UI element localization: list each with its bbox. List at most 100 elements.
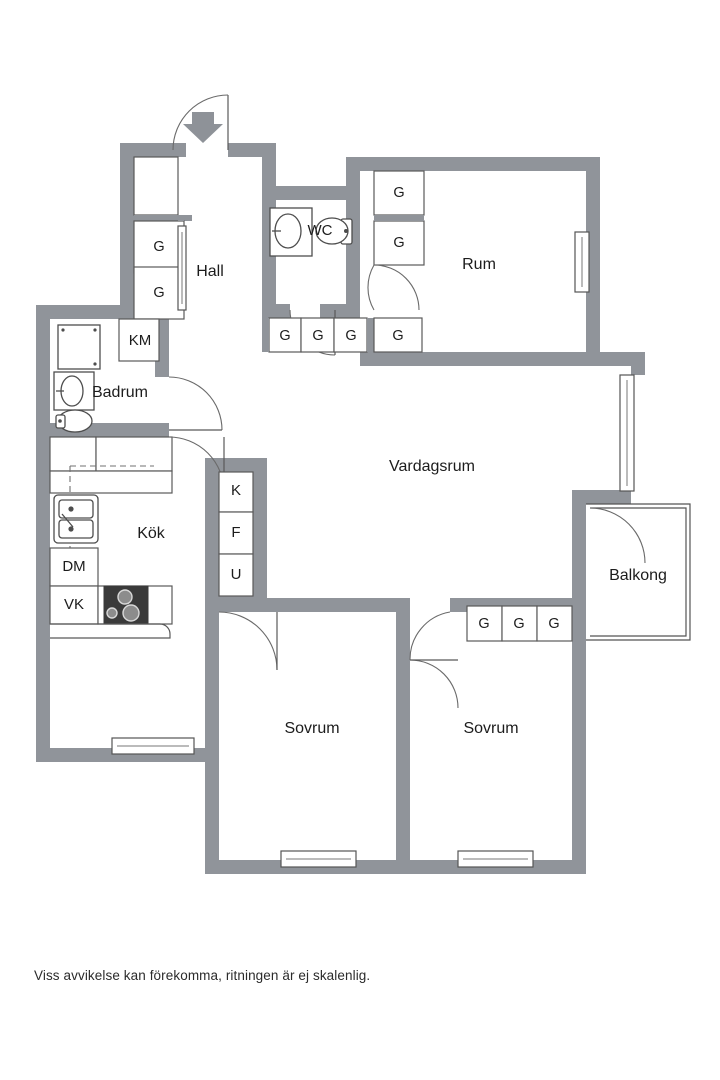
living-closets xyxy=(466,605,573,642)
sovrum-right-door-swing-lower xyxy=(409,659,459,709)
rum-window xyxy=(574,231,590,293)
stove-burner-1-icon xyxy=(117,589,133,605)
wall-outer-left xyxy=(36,305,50,762)
appliance-label-km: KM xyxy=(129,332,152,349)
room-label-badrum: Badrum xyxy=(92,384,148,401)
kok-counter-end xyxy=(50,623,171,639)
kok-counter-upper-left xyxy=(49,436,97,472)
closet-label-living-g-2: G xyxy=(513,616,524,632)
rum-closets xyxy=(367,170,425,311)
closet-label-rum-g-top: G xyxy=(393,185,404,201)
living-closet-g-3 xyxy=(536,605,573,642)
hall-row-closet-1 xyxy=(268,317,302,353)
wall-sovrum-left-outer xyxy=(205,748,219,874)
wall-hall-top-left xyxy=(120,143,186,157)
closet-label-living-g-3: G xyxy=(548,616,559,632)
balcony-outline xyxy=(586,503,691,641)
appliance-label-u: U xyxy=(231,566,242,583)
wall-hall-closet-corner xyxy=(178,215,184,221)
room-label-sovrum-left: Sovrum xyxy=(284,720,339,737)
rum-door-swing xyxy=(367,264,375,311)
wall-hall-step xyxy=(36,305,134,319)
closet-label-row-2: G xyxy=(312,328,323,344)
appliance-label-f: F xyxy=(231,524,240,541)
wall-balcony-jog xyxy=(572,490,631,504)
wall-wc-top-left xyxy=(262,186,360,200)
sovrum-doors xyxy=(218,611,459,709)
balcony-door-swing xyxy=(589,507,646,564)
rum-row-closet-4 xyxy=(373,317,423,353)
room-label-rum: Rum xyxy=(462,256,496,273)
room-label-hall: Hall xyxy=(196,263,224,280)
vk-cabinet xyxy=(49,585,99,625)
kok-sink-drain-1-icon xyxy=(68,506,74,512)
balcony-inner-outline xyxy=(590,507,687,637)
entrance-door xyxy=(172,94,229,151)
wall-hall-row-sep xyxy=(367,318,374,352)
balcony xyxy=(586,374,691,641)
badrum-toilet-flush-icon xyxy=(58,419,62,423)
badrum-shower-head-icon xyxy=(61,328,65,332)
wc-sink-counter xyxy=(269,207,313,257)
hall-closet-g-top xyxy=(133,220,185,274)
hall-row-closet-3 xyxy=(333,317,368,353)
stove-burner-3-icon xyxy=(106,607,118,619)
wc-toilet-flush-icon xyxy=(344,229,348,233)
wall-rum-right-lower xyxy=(586,290,600,365)
kok-sink-drain-2-icon xyxy=(68,526,74,532)
rum-door-swing-b xyxy=(373,264,420,311)
closet-label-row-4: G xyxy=(392,328,403,344)
closet-label-hall-g-bottom: G xyxy=(153,285,164,301)
disclaimer-text: Viss avvikelse kan förekomma, ritningen … xyxy=(34,968,371,983)
hall-closet-g-bottom xyxy=(133,266,185,320)
wall-hall-closet-sep xyxy=(134,215,192,221)
closet-label-rum-g-bottom: G xyxy=(393,235,404,251)
wall-outer-right-lower xyxy=(572,598,586,874)
wall-kfu-top xyxy=(205,458,267,472)
kok-window xyxy=(111,737,195,755)
hall-closet-upper xyxy=(133,156,179,216)
closet-label-hall-g-top: G xyxy=(153,239,164,255)
wc-fixtures xyxy=(269,207,353,356)
wall-rum-bottom xyxy=(360,352,600,366)
closet-label-living-g-1: G xyxy=(478,616,489,632)
room-label-sovrum-right: Sovrum xyxy=(463,720,518,737)
closet-label-row-1: G xyxy=(279,328,290,344)
wall-wc-right xyxy=(346,200,360,318)
appliance-label-vk: VK xyxy=(64,596,84,613)
badrum-shower-icon xyxy=(57,324,101,370)
rum-closet-g-bottom xyxy=(373,220,425,266)
wall-wc-bottom-right xyxy=(320,304,360,318)
closet-labels: G G G G G G G G G G G xyxy=(153,185,559,632)
appliance-labels: KM DM VK K F U xyxy=(62,332,241,613)
kok-sink-basin-2 xyxy=(58,519,94,539)
badrum-fixtures xyxy=(53,318,223,433)
badrum-shower-drain-icon xyxy=(93,328,97,332)
living-closet-g-2 xyxy=(501,605,538,642)
wall-sovrum-left-top xyxy=(205,598,410,612)
sovrum-windows xyxy=(280,850,534,868)
km-cabinet xyxy=(118,318,160,362)
kok-fixtures xyxy=(49,436,225,639)
wall-balcony-left xyxy=(572,490,586,568)
wall-entry-right xyxy=(262,143,276,200)
hall-closet-row xyxy=(262,317,423,353)
wall-wc-bottom-left xyxy=(262,304,290,318)
kok-sink-basin-1 xyxy=(58,499,94,519)
hall-row-closet-2 xyxy=(300,317,335,353)
wall-structure xyxy=(36,143,645,874)
wall-rum-closet-sep xyxy=(374,215,424,221)
wall-kok-right xyxy=(205,458,219,598)
kfu-column xyxy=(218,471,254,597)
wall-hall-row-left xyxy=(262,318,269,352)
wall-living-right-lower xyxy=(572,568,586,612)
wall-kfu-right xyxy=(253,458,267,598)
dm-cabinet xyxy=(49,547,99,587)
room-label-vardagsrum: Vardagsrum xyxy=(389,458,475,475)
kok-faucet-icon xyxy=(61,513,74,528)
closet-label-row-3: G xyxy=(345,328,356,344)
room-label-wc: WC xyxy=(308,222,333,239)
rum-closet-g-top xyxy=(373,170,425,216)
